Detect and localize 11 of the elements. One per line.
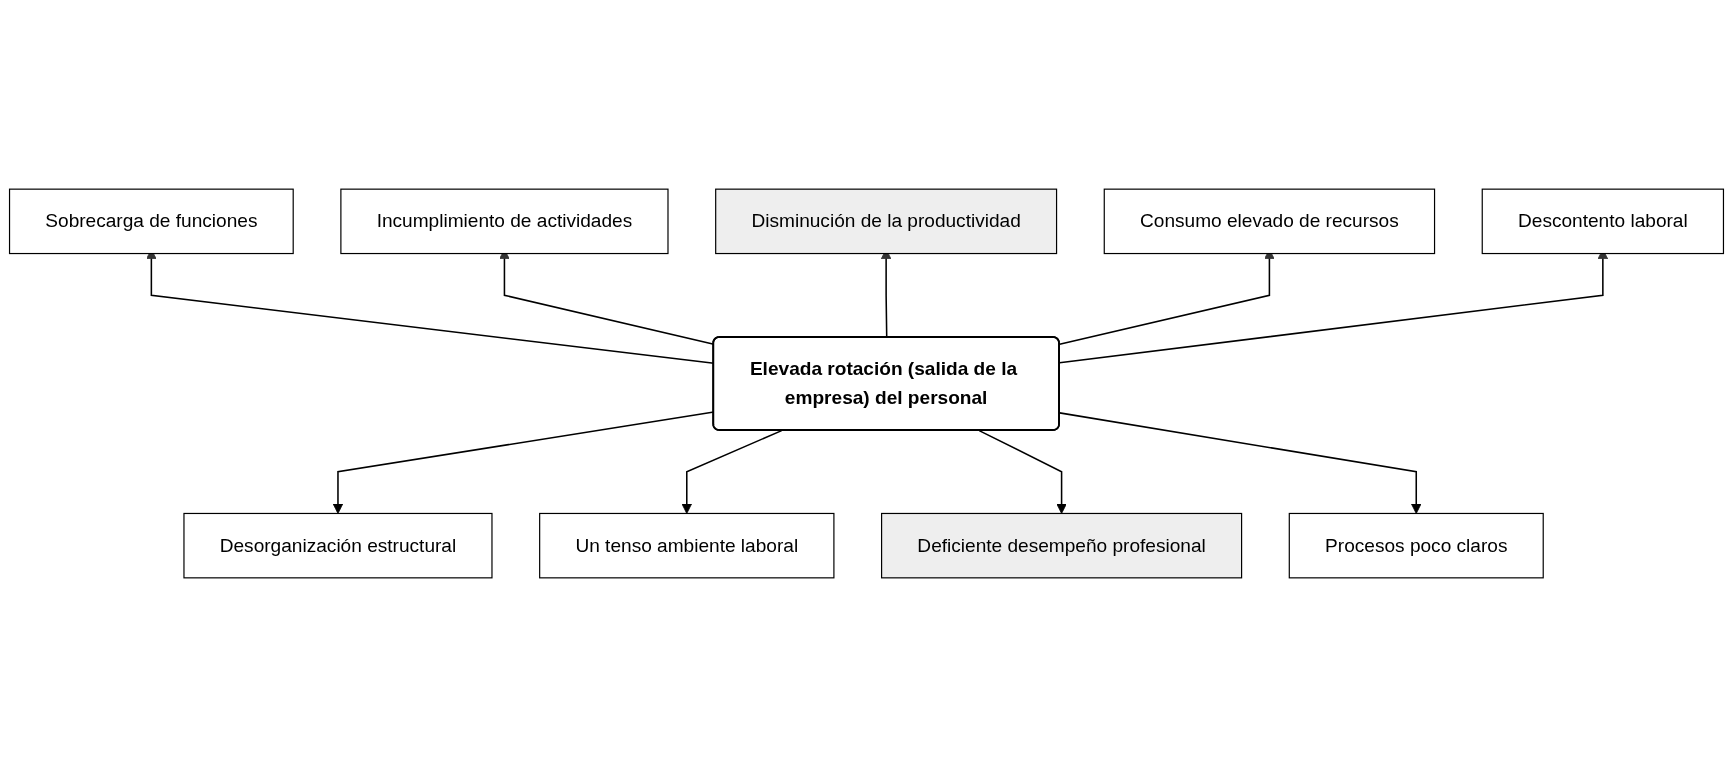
arrow [978,429,1067,514]
node-box: Disminución de la productividad [715,188,1058,255]
node-box: Consumo elevado de recursos [1103,188,1436,255]
node-box: Desorganización estructural [183,512,493,579]
node-box: Incumplimiento de actividades [340,188,669,255]
node-box: Deficiente desempeño profesional [881,512,1243,579]
arrow [681,429,783,514]
node-box: Sobrecarga de funciones [8,188,294,255]
node-box: Un tenso ambiente laboral [539,512,835,579]
node-box: Descontento laboral [1481,188,1725,255]
node-box: Procesos poco claros [1288,512,1544,579]
